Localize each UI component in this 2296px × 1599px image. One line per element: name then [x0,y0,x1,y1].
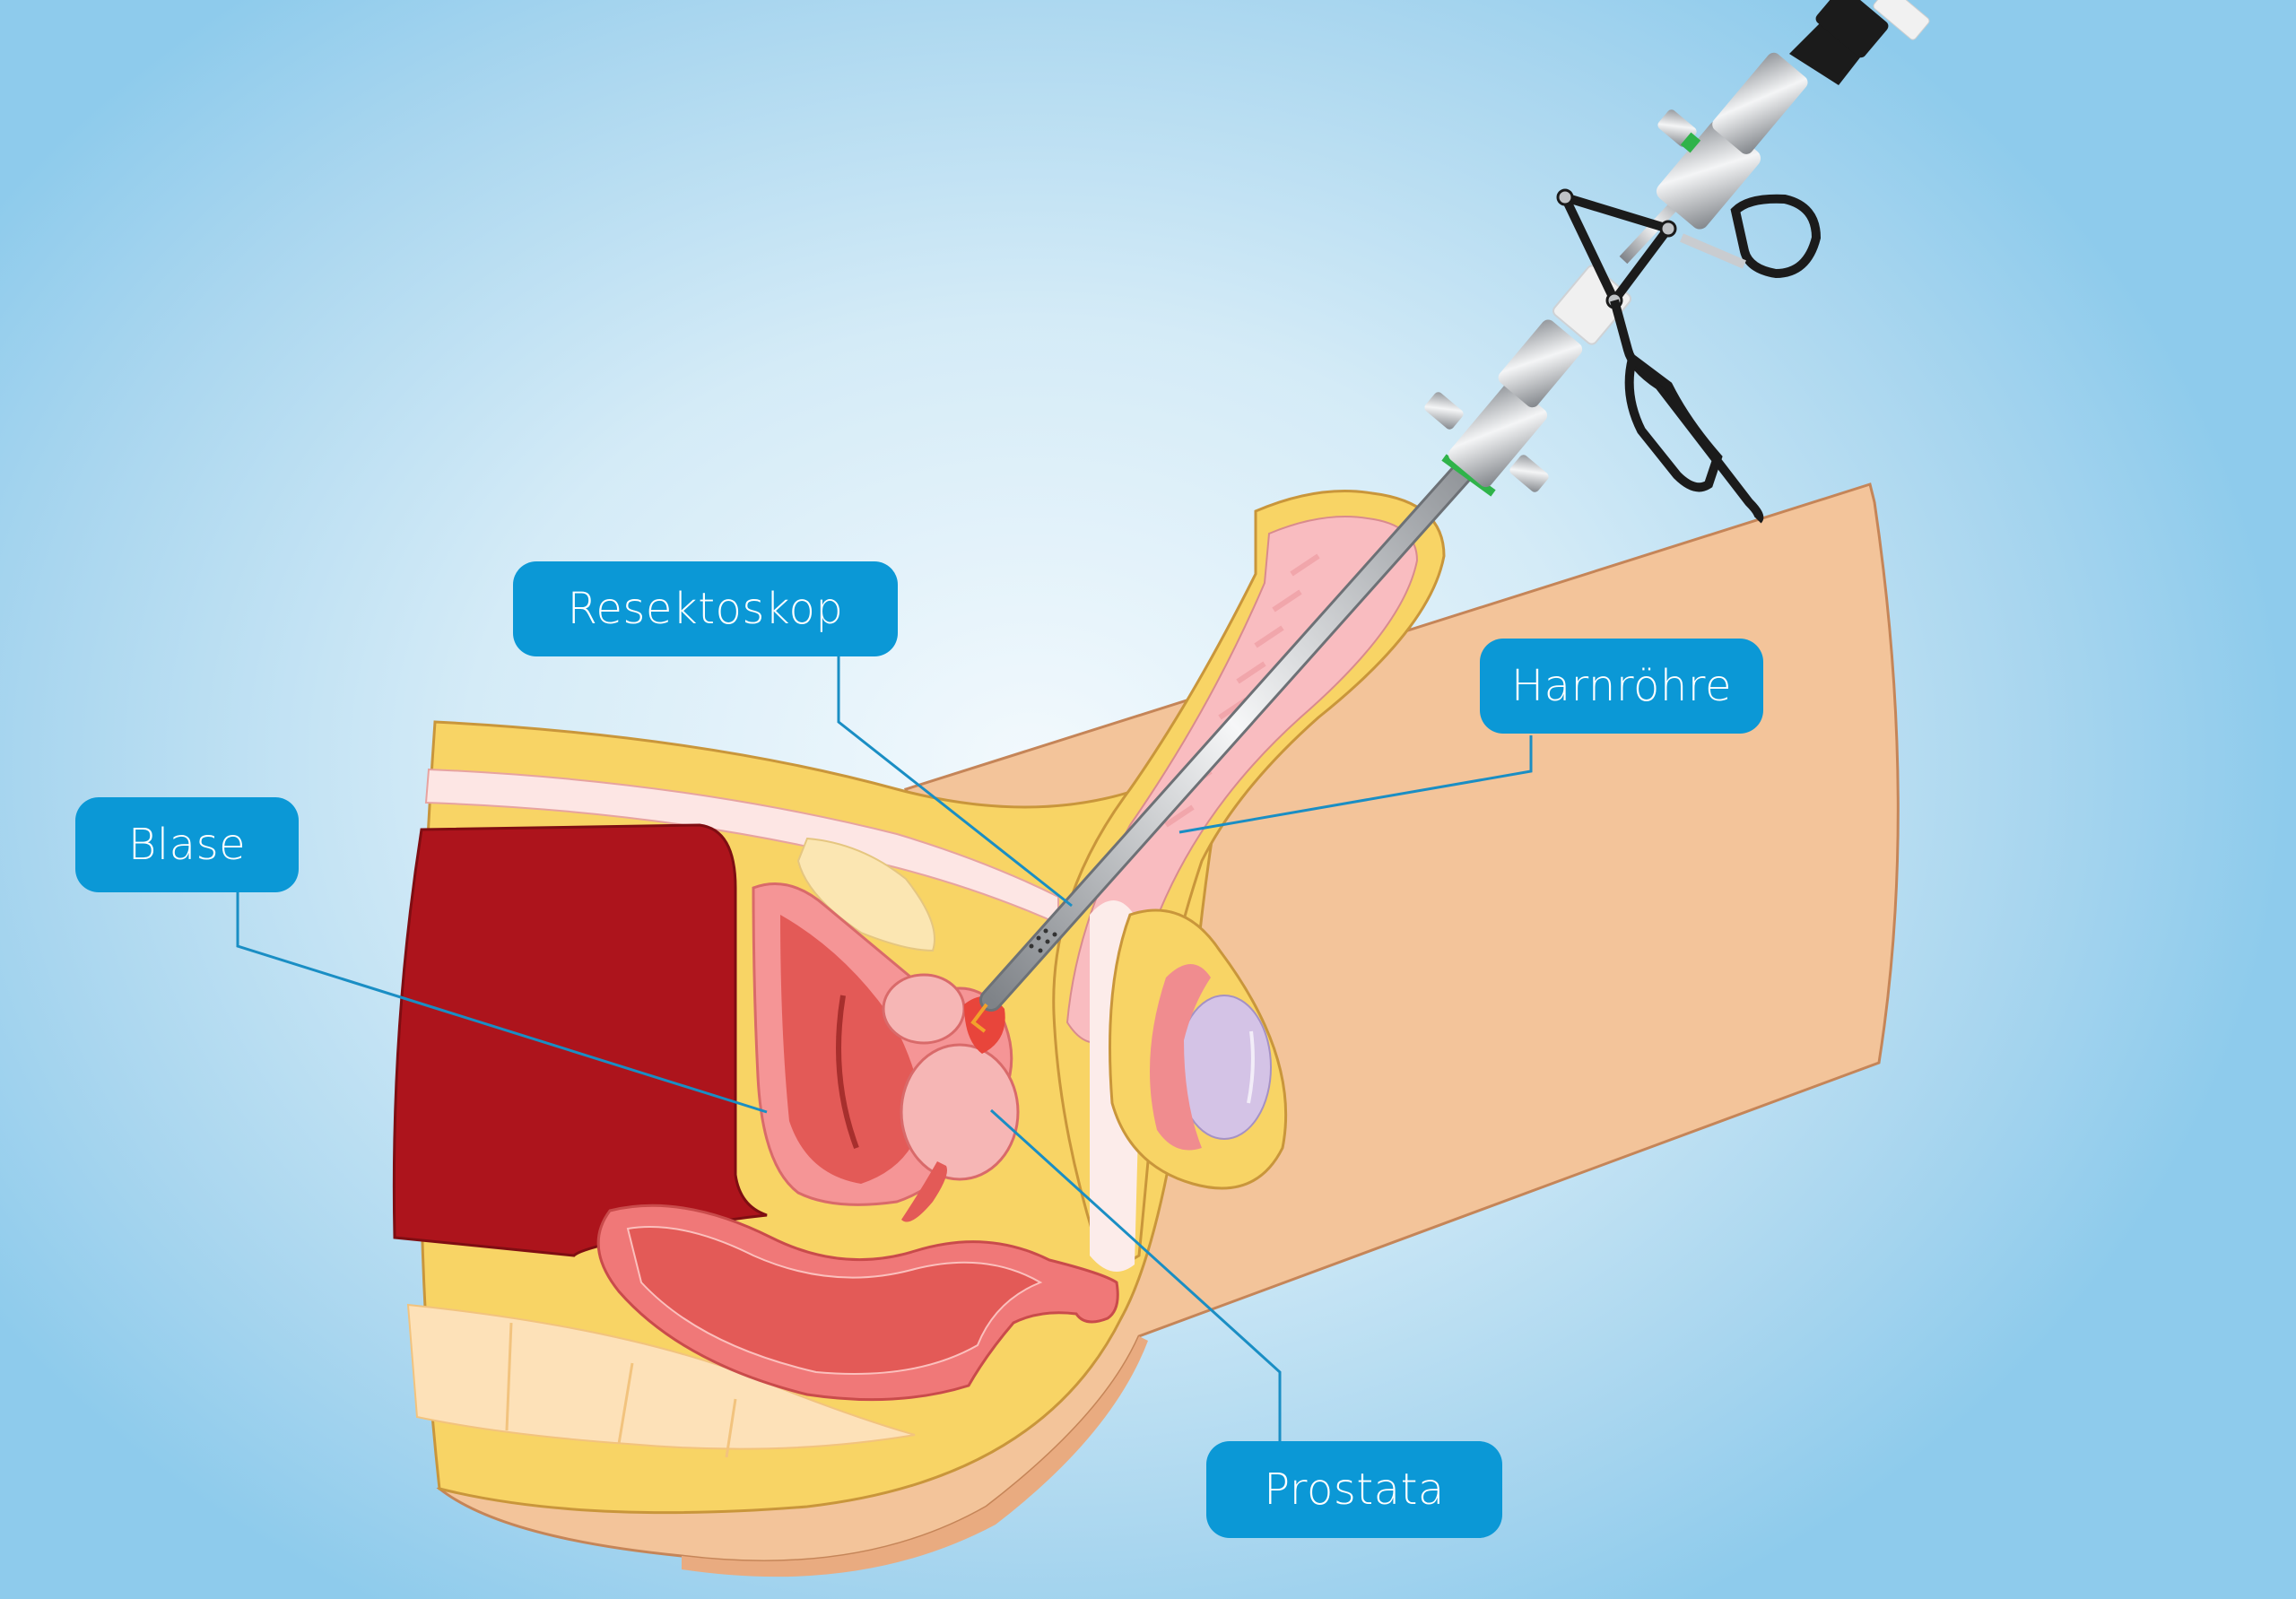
label-blase: Blase [75,797,299,892]
leader-harnroehre [1178,735,1533,834]
label-prostata-text: Prostata [1264,1464,1445,1515]
label-prostata: Prostata [1206,1441,1502,1538]
rectum [596,1204,1119,1402]
leader-resektoskop [837,655,1073,908]
resectoscope-instrument [970,0,1930,1033]
leader-lines [236,655,1533,1444]
leader-prostata [989,1108,1282,1444]
label-resektoskop-text: Resektoskop [567,584,844,634]
label-harnroehre-text: Harnröhre [1511,661,1732,711]
leader-blase [236,892,768,1114]
prostate [882,973,1020,1222]
abdominal-cavity [392,823,768,1257]
label-blase-text: Blase [127,820,247,870]
label-resektoskop: Resektoskop [513,561,898,656]
label-harnroehre: Harnröhre [1480,639,1763,734]
scrotum-testis [1109,908,1288,1190]
